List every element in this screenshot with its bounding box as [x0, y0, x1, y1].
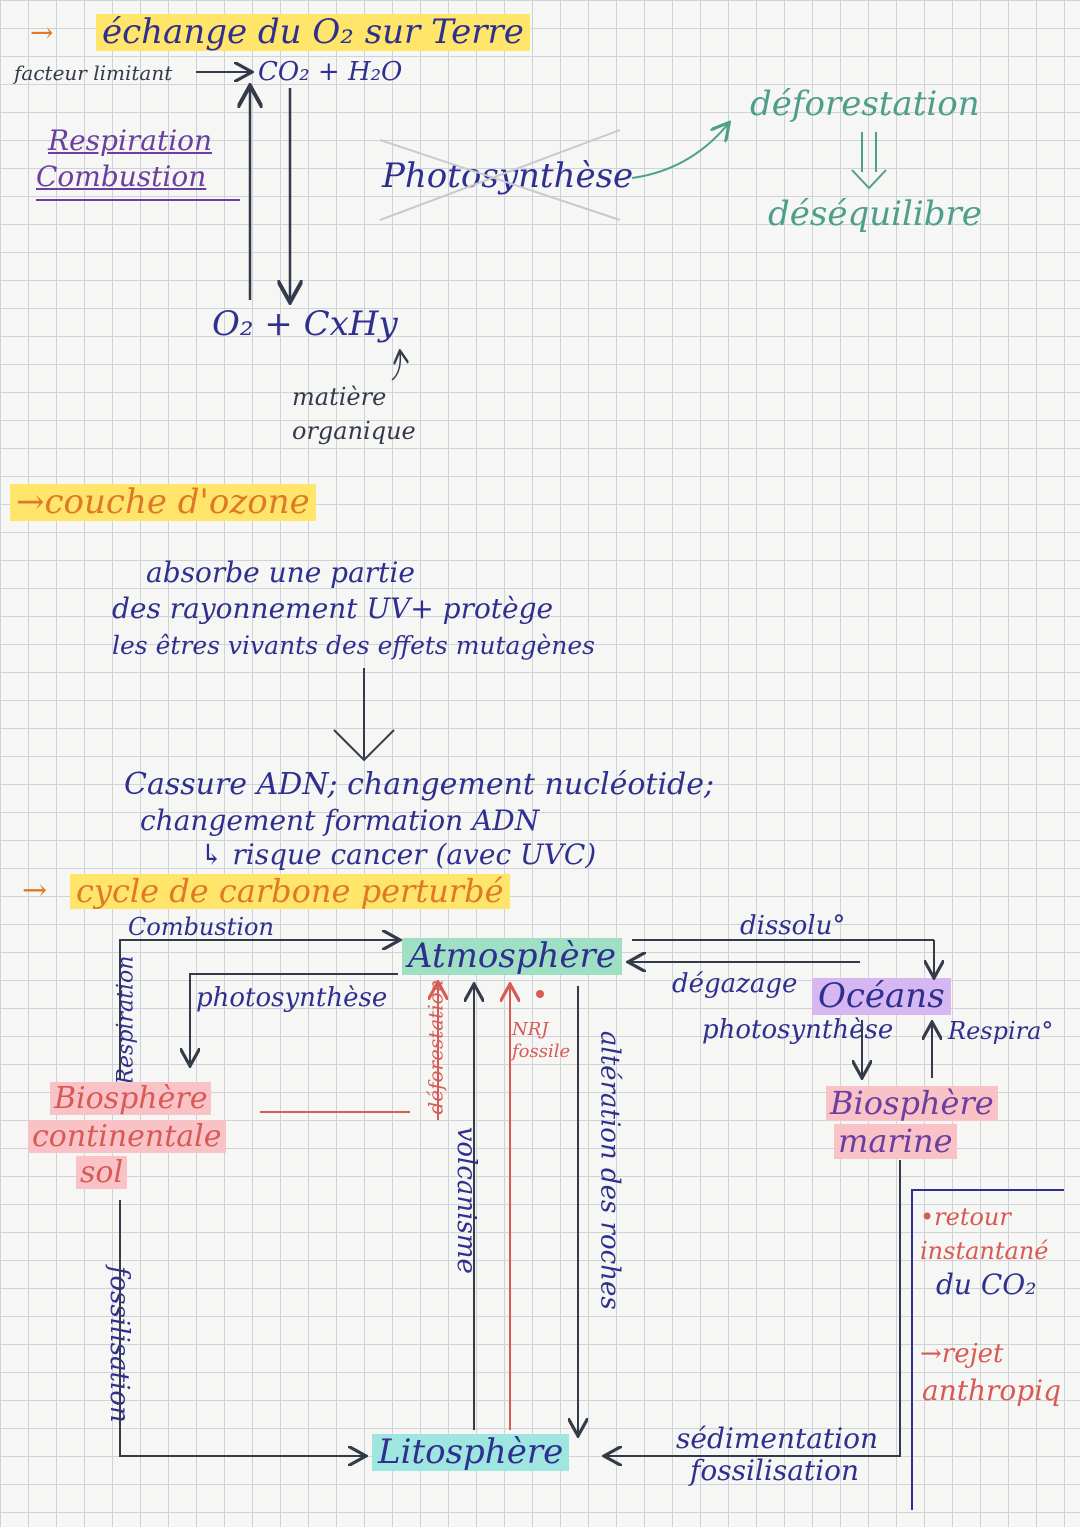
legend-return-3: du CO₂: [936, 1268, 1037, 1301]
arrow-icon: →: [16, 482, 45, 522]
continental-biosphere-1: Biosphère: [50, 1082, 212, 1115]
photosynthesis-label: Photosynthèse: [382, 156, 634, 196]
cross-line-1: [379, 139, 621, 221]
legend-return-2: instantané: [920, 1237, 1049, 1265]
fossilization-left-arrow: [119, 1200, 364, 1456]
organic-label-2: organique: [292, 417, 416, 445]
photosynthesis-left-arrow: [190, 973, 398, 1064]
dna-effect-1: Cassure ADN; changement nucléotide;: [124, 767, 715, 802]
nrj-label: NRJ: [512, 1019, 549, 1040]
continental-biosphere-2: continentale: [28, 1120, 226, 1153]
dna-effect-3: ↳ risque cancer (avec UVC): [200, 838, 597, 871]
section2-title: →couche d'ozone: [10, 482, 316, 522]
photosynthesis-left-label: photosynthèse: [196, 983, 388, 1013]
cross-line-2: [379, 129, 621, 221]
red-dot-icon: •: [920, 1203, 935, 1231]
dissolution-label: dissolu°: [740, 911, 846, 941]
ozone-line-2: des rayonnement UV+ protège: [112, 592, 554, 625]
sedimentation-arrow: [606, 1160, 901, 1456]
legend-return-1: •retour: [920, 1204, 1011, 1230]
oceans-box: Océans: [812, 977, 951, 1016]
marine-biosphere-1: Biosphère: [826, 1085, 998, 1122]
fossilization-bottom-label: fossilisation: [690, 1454, 859, 1487]
red-dot: [536, 990, 544, 998]
ozone-line-3: les êtres vivants des effets mutagènes: [112, 631, 595, 660]
limiting-factor-label: facteur limitant: [14, 61, 173, 85]
fossil-label: fossile: [512, 1041, 571, 1062]
marine-biosphere-2: marine: [834, 1123, 957, 1160]
reactants-formula: CO₂ + H₂O: [258, 57, 403, 87]
atmosphere-box: Atmosphère: [402, 937, 622, 976]
respiration-right-label: Respira°: [948, 1017, 1054, 1045]
section3-title: cycle de carbone perturbé: [70, 873, 510, 910]
organic-arrow: [391, 352, 400, 381]
legend-return-1-text: retour: [934, 1203, 1011, 1231]
legend-reject-2: anthropiq: [922, 1374, 1062, 1407]
combustion-label: Combustion: [36, 160, 207, 193]
section1-title: échange du O₂ sur Terre: [96, 13, 530, 52]
legend-box: [911, 1189, 1064, 1510]
imbalance-label: déséquilibre: [768, 194, 982, 234]
legend-reject-1-text: rejet: [941, 1339, 1004, 1369]
ozone-line-1: absorbe une partie: [146, 556, 415, 589]
products-formula: O₂ + CxHy: [212, 304, 398, 344]
implies-head: [851, 169, 887, 190]
arrow-icon: →: [920, 1339, 942, 1369]
deforestation-arrow: [631, 124, 728, 179]
lithosphere-box: Litosphère: [372, 1433, 570, 1472]
degassing-label: dégazage: [672, 969, 798, 999]
legend-reject-1: →rejet: [920, 1340, 1004, 1369]
deforestation-label: déforestation: [750, 84, 980, 124]
organic-label-1: matière: [292, 383, 387, 411]
arrow-icon: →: [30, 16, 54, 49]
sedimentation-label: sédimentation: [676, 1422, 879, 1455]
ozone-down-head: [333, 729, 395, 762]
section2-title-text: couche d'ozone: [44, 482, 310, 522]
respiration-label: Respiration: [48, 124, 213, 157]
combustion-flow-label: Combustion: [128, 913, 274, 941]
combustion-arrow: [119, 940, 398, 1080]
continental-biosphere-3: sol: [76, 1156, 128, 1189]
dna-effect-2: changement formation ADN: [140, 804, 540, 837]
arrow-icon: →: [22, 873, 48, 908]
